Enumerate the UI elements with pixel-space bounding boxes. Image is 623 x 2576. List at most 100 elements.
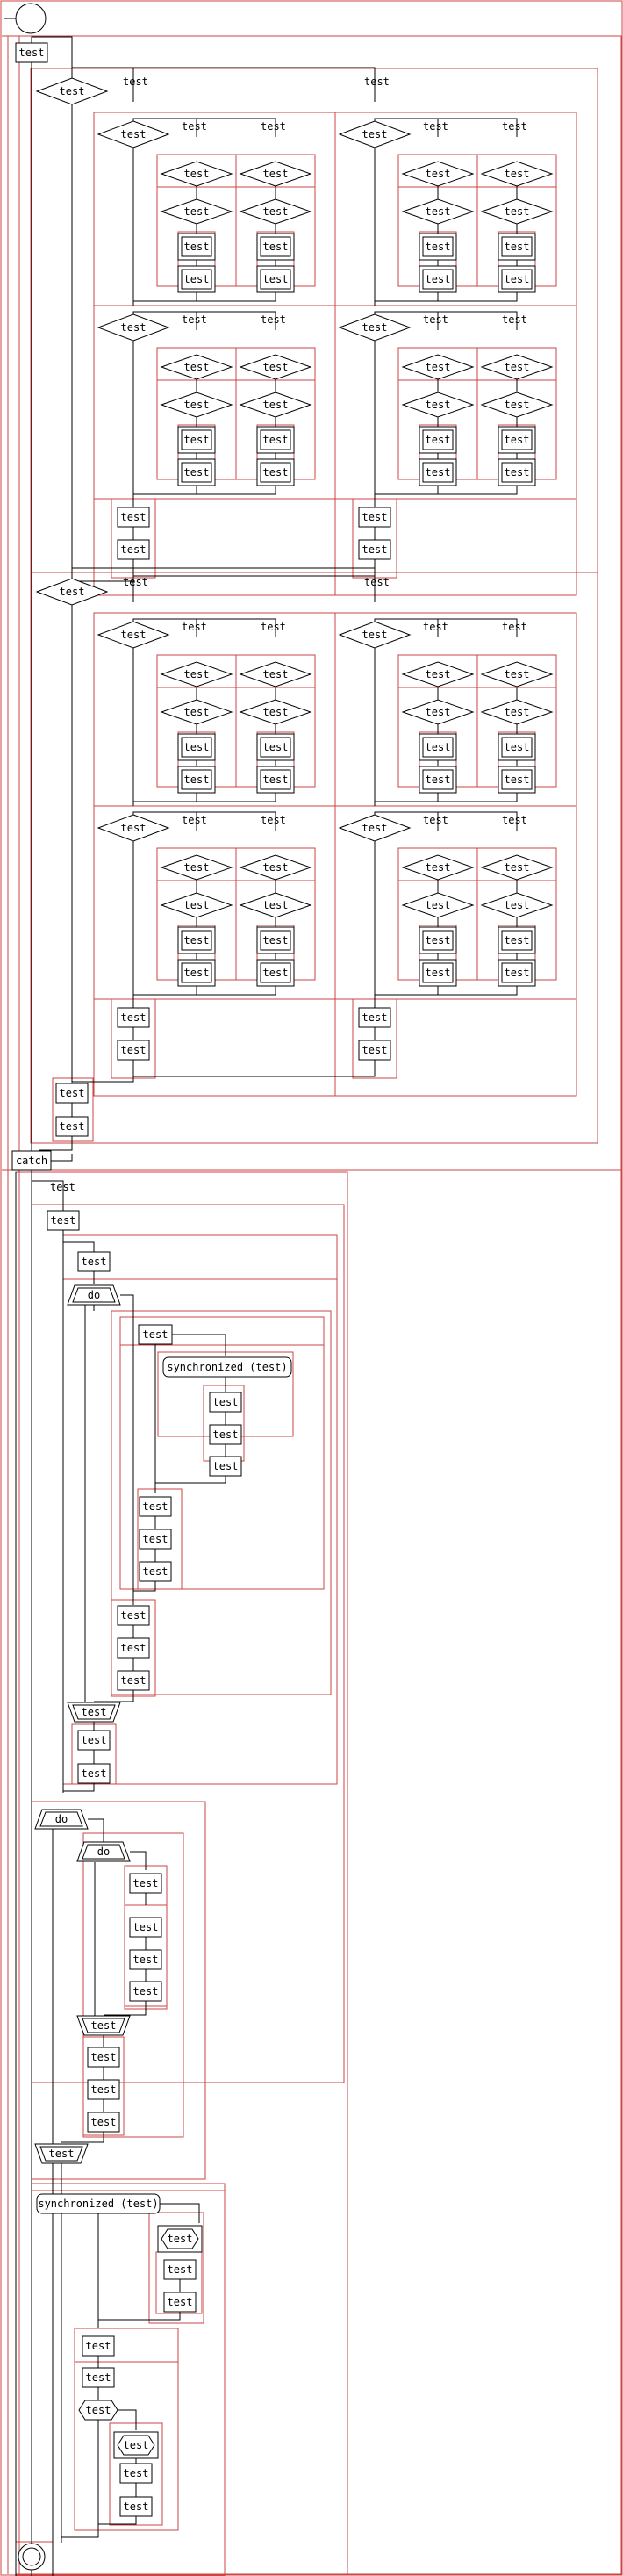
decision-shape: [401, 661, 475, 687]
decision-diamond: test: [480, 892, 554, 918]
hexagon-shape: [78, 2400, 118, 2421]
action-box: test: [139, 1529, 172, 1550]
region-frame: [334, 305, 577, 500]
action-label: test: [51, 1214, 76, 1227]
hexagon-shape: [117, 2435, 155, 2456]
nested-action-inner: [260, 429, 291, 450]
decision-diamond: test: [97, 120, 170, 148]
action-label: test: [263, 273, 289, 285]
decision-label: test: [362, 629, 388, 641]
flow-edge: [197, 299, 276, 302]
decision-diamond: test: [401, 392, 475, 418]
loop-end-trapezoid: test: [67, 1702, 121, 1723]
action-label: test: [505, 273, 530, 285]
edge-label-text: test: [123, 76, 148, 88]
flow-edge: [133, 992, 197, 996]
nested-action-inner: [422, 930, 454, 951]
action-box-frame: [87, 2112, 120, 2133]
nested-action-box: test: [419, 458, 457, 486]
edge-label: test: [423, 814, 448, 826]
region-frame: [74, 2328, 179, 2531]
loop-end-trapezoid: test: [76, 2015, 131, 2036]
decision-shape: [480, 198, 554, 225]
nested-action-inner: [181, 769, 212, 790]
flow-edge: [118, 2409, 137, 2430]
action-box: test: [129, 1917, 162, 1938]
action-box-frame: [138, 1324, 173, 1345]
action-label: test: [91, 2051, 117, 2063]
decision-shape: [160, 198, 233, 225]
loop-end-trapezoid: test: [34, 2143, 89, 2164]
action-box: test: [77, 1730, 111, 1751]
decision-shape: [401, 198, 475, 225]
action-box-frame: [15, 42, 48, 63]
nested-action-inner: [501, 962, 533, 983]
nested-action-box: test: [177, 926, 216, 954]
action-label: test: [505, 774, 530, 786]
decision-shape: [160, 699, 233, 725]
flow-edge: [132, 811, 276, 831]
edge-label: test: [502, 621, 527, 633]
decision-label: test: [263, 361, 289, 373]
action-label: test: [121, 511, 147, 523]
action-box: test: [129, 1981, 162, 2002]
action-label: test: [143, 1500, 168, 1513]
nested-action-inner: [260, 236, 291, 257]
decision-label: test: [505, 706, 530, 718]
nested-action-box: test: [177, 733, 216, 761]
decision-label: test: [263, 168, 289, 180]
trapezoid-inner: [72, 1287, 116, 1303]
decision-diamond: test: [401, 854, 475, 881]
hexagon-label: test: [124, 2439, 149, 2451]
action-label: test: [505, 967, 530, 979]
action-label: test: [133, 1877, 159, 1889]
nested-action-inner: [422, 737, 454, 758]
action-label: test: [505, 466, 530, 479]
action-box: catch: [11, 1150, 52, 1171]
decision-shape: [239, 354, 312, 380]
decision-diamond: test: [338, 313, 412, 342]
flow-edge: [197, 799, 276, 802]
action-label: test: [143, 1565, 168, 1578]
decision-shape: [480, 661, 554, 687]
decision-shape: [239, 699, 312, 725]
edge-label-text: test: [423, 814, 448, 826]
sync-block: synchronized (test): [162, 1356, 292, 1378]
action-label: test: [184, 934, 210, 946]
nested-action-box: test: [177, 766, 216, 794]
flow-edge: [132, 311, 276, 330]
decision-label: test: [426, 205, 451, 218]
nested-action-inner: [501, 737, 533, 758]
flow-edge: [154, 1476, 226, 1493]
action-box: test: [117, 1605, 150, 1626]
action-box-frame: [47, 1210, 80, 1231]
flow-edge: [94, 1690, 134, 1702]
flow-edge: [31, 36, 73, 78]
edge-label-text: test: [182, 313, 207, 326]
decision-diamond: test: [97, 313, 170, 342]
action-label: test: [121, 1674, 147, 1687]
edge-label: test: [423, 313, 448, 326]
trapezoid-inner: [72, 1704, 116, 1720]
decision-label: test: [426, 861, 451, 874]
nested-action-inner: [181, 462, 212, 483]
nested-hexagon-node: test: [157, 2225, 203, 2253]
flow-edge: [132, 618, 276, 637]
region-frame: [31, 1204, 345, 2083]
decision-label: test: [184, 899, 210, 911]
decision-label: test: [263, 899, 289, 911]
action-label: test: [184, 241, 210, 253]
nested-action-inner: [260, 769, 291, 790]
action-box-frame: [163, 2259, 197, 2280]
edge-label-text: test: [423, 120, 448, 133]
action-box-frame: [358, 507, 391, 528]
decision-diamond: test: [239, 392, 312, 418]
edge-label-text: test: [502, 814, 527, 826]
decision-label: test: [121, 629, 147, 641]
hexagon-node: test: [78, 2400, 118, 2421]
end-circle-icon: [18, 2543, 46, 2571]
flow-edge: [197, 992, 276, 996]
trapezoid-inner: [39, 1811, 83, 1827]
edge-label-text: test: [123, 576, 148, 588]
